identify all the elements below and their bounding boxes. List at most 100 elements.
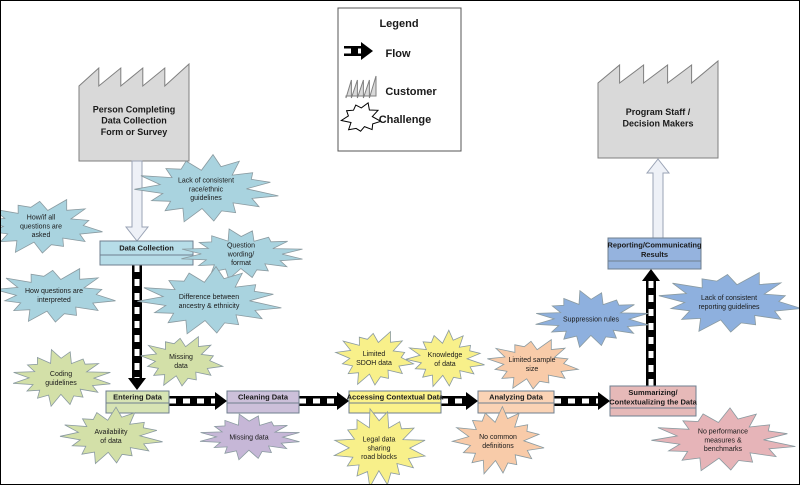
- starburst-icon: [340, 102, 383, 132]
- legend-challenge-label: Challenge: [379, 114, 432, 126]
- flow-arrow: [642, 269, 660, 386]
- step-box: [609, 385, 697, 417]
- step-label: Summarizing/Contextualizing the Data: [609, 388, 697, 406]
- starburst-icon: [59, 406, 163, 465]
- step-entering-data[interactable]: Entering Data: [105, 390, 170, 414]
- starburst-icon: [405, 329, 485, 388]
- step-label: Analyzing Data: [489, 393, 544, 402]
- challenge-label: Missing data: [229, 434, 268, 441]
- flow-arrowhead-icon: [361, 42, 373, 60]
- starburst-icon: [450, 405, 545, 475]
- legend-flow-label: Flow: [385, 48, 410, 60]
- starburst-icon: [181, 228, 303, 280]
- starburst-icon: [137, 265, 282, 335]
- starburst-icon: [334, 330, 415, 386]
- challenge-label: Suppression rules: [563, 316, 620, 323]
- arrow-up-icon: [645, 158, 671, 239]
- starburst-icon: [332, 407, 427, 484]
- arrow-down-icon: [124, 160, 150, 242]
- customer-link-arrow: [124, 160, 150, 242]
- starburst-icon: [658, 271, 799, 333]
- step-label: Entering Data: [113, 393, 163, 402]
- starburst-icon: [535, 289, 649, 348]
- customer-program-staff: Program Staff /Decision Makers: [597, 59, 719, 159]
- flow-arrowhead-icon: [598, 392, 610, 410]
- step-label: Cleaning Data: [238, 393, 289, 402]
- flow-arrowhead-icon: [642, 269, 660, 281]
- challenge-burst: Suppression rules: [535, 289, 649, 348]
- flow-arrowhead-icon: [128, 378, 146, 390]
- starburst-icon: [487, 338, 580, 390]
- factory-icon: [345, 75, 377, 99]
- step-box: [348, 390, 442, 414]
- flow-arrowhead-icon: [466, 392, 478, 410]
- starburst-icon: [199, 413, 300, 461]
- flow-arrow: [169, 392, 227, 410]
- flow-arrow: [344, 42, 373, 60]
- flow-arrowhead-icon: [215, 392, 227, 410]
- step-cleaning-data[interactable]: Cleaning Data: [226, 390, 300, 414]
- step-label: Data Collection: [119, 244, 174, 253]
- starburst-icon: [140, 335, 225, 387]
- starburst-icon: [1, 198, 103, 254]
- factory-icon: [597, 59, 719, 159]
- factory-icon: [78, 62, 190, 162]
- step-analyzing-data[interactable]: Analyzing Data: [477, 390, 555, 414]
- challenge-burst: Missing data: [199, 413, 300, 461]
- starburst-icon: [1, 267, 116, 323]
- step-summarizing-contextualizing-the-data[interactable]: Summarizing/Contextualizing the Data: [609, 385, 698, 417]
- flow-arrowhead-icon: [337, 392, 349, 410]
- customer-label: Program Staff /Decision Makers: [622, 107, 693, 128]
- step-accessing-contextual-data[interactable]: Accessing Contextual Data: [347, 390, 445, 414]
- step-box: [226, 390, 300, 414]
- step-data-collection[interactable]: Data Collection: [99, 240, 194, 266]
- starburst-icon: [651, 407, 796, 472]
- legend-title: Legend: [379, 18, 418, 30]
- step-box: [105, 390, 170, 414]
- flow-arrow: [299, 392, 349, 410]
- customer-link-arrow: [645, 158, 671, 239]
- step-label: Accessing Contextual Data: [347, 393, 445, 402]
- flow-arrow: [554, 392, 610, 410]
- flow-arrow: [128, 265, 146, 390]
- step-box: [477, 390, 555, 414]
- starburst-icon: [134, 153, 279, 223]
- legend-customer-label: Customer: [385, 86, 437, 98]
